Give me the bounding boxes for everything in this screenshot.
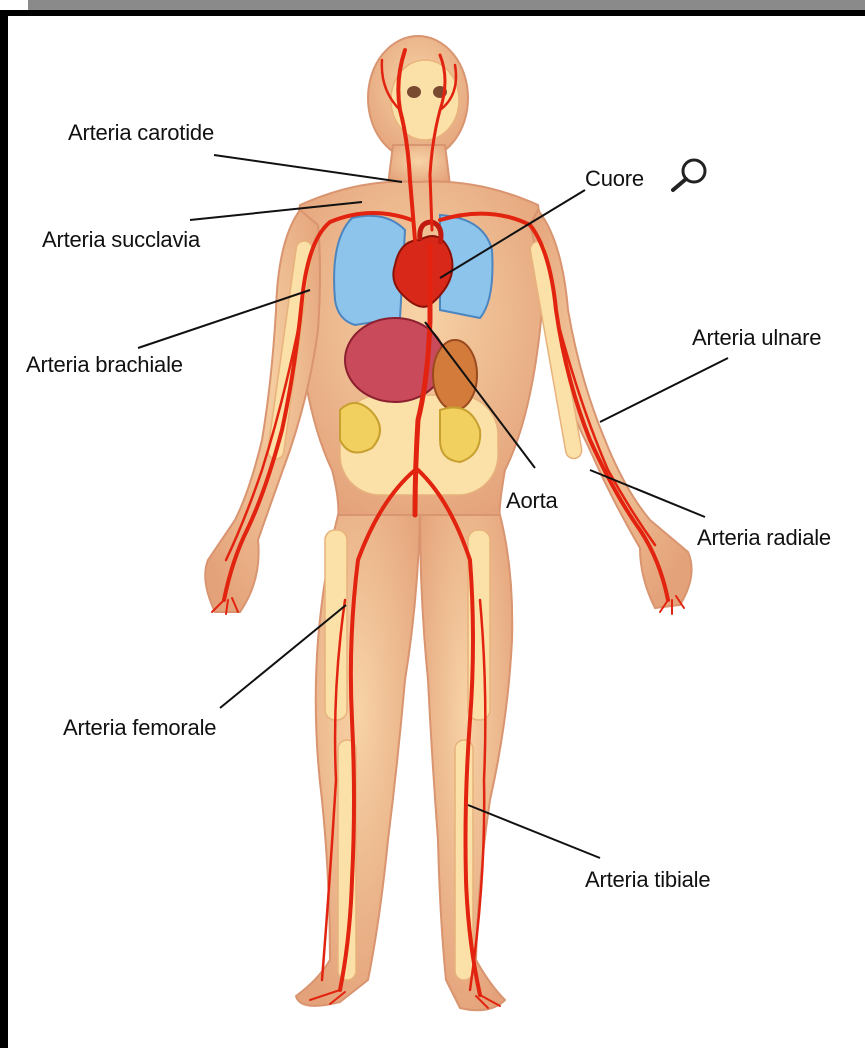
label-arteria-ulnare: Arteria ulnare [692,325,821,351]
label-arteria-brachiale: Arteria brachiale [26,352,183,378]
label-arteria-succlavia: Arteria succlavia [42,227,200,253]
label-arteria-radiale: Arteria radiale [697,525,831,551]
label-cuore: Cuore [585,166,644,192]
label-aorta: Aorta [506,488,558,514]
magnifier-icon[interactable] [668,156,710,194]
label-arteria-tibiale: Arteria tibiale [585,867,710,893]
label-arteria-femorale: Arteria femorale [63,715,216,741]
label-arteria-carotide: Arteria carotide [68,120,214,146]
